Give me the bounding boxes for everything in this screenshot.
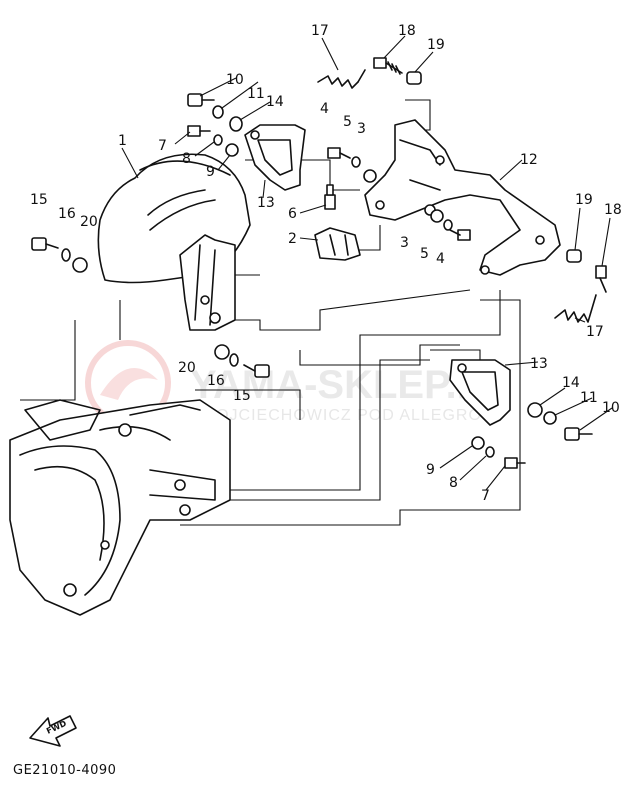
callout-13-bottom: 13 bbox=[530, 356, 548, 372]
pump-housing bbox=[9, 399, 231, 616]
callout-18-right: 18 bbox=[604, 202, 622, 218]
fasteners bbox=[31, 93, 593, 469]
grease-nipple-part-6 bbox=[324, 184, 336, 210]
callout-10-top: 10 bbox=[226, 72, 244, 88]
callout-14-top: 14 bbox=[266, 94, 284, 110]
damper-plate-13-bottom bbox=[449, 359, 511, 426]
callout-11-bottom: 11 bbox=[580, 390, 598, 406]
callout-18-top: 18 bbox=[398, 23, 416, 39]
callout-3-top: 3 bbox=[357, 121, 366, 137]
bolt-part-18-top bbox=[373, 57, 403, 75]
spring-part-17-top bbox=[317, 69, 366, 89]
callout-8-bottom: 8 bbox=[449, 475, 458, 491]
callout-4-right: 4 bbox=[436, 251, 445, 267]
callout-14-bottom: 14 bbox=[562, 375, 580, 391]
callout-5-top: 5 bbox=[343, 114, 352, 130]
callout-11-top: 11 bbox=[247, 86, 265, 102]
callout-15-left: 15 bbox=[30, 192, 48, 208]
callout-9-bottom: 9 bbox=[426, 462, 435, 478]
leader-lines bbox=[121, 35, 613, 491]
callout-8-top: 8 bbox=[182, 151, 191, 167]
callout-1: 1 bbox=[118, 133, 127, 149]
callout-19-top: 19 bbox=[427, 37, 445, 53]
callout-10-bottom: 10 bbox=[602, 400, 620, 416]
callout-numbers: 1 2 3 3 4 4 5 5 6 7 7 8 8 9 9 10 10 11 1… bbox=[30, 23, 622, 504]
spring-part-17-bottom bbox=[554, 294, 597, 323]
callout-12: 12 bbox=[520, 152, 538, 168]
callout-17-top: 17 bbox=[311, 23, 329, 39]
bracket-part-2 bbox=[314, 227, 361, 261]
cap-part-19-top bbox=[406, 71, 422, 85]
drawing-code: GE21010-4090 bbox=[13, 763, 116, 778]
bracket-part-12 bbox=[364, 119, 561, 276]
cap-part-19-right bbox=[566, 249, 582, 263]
callout-7-bottom: 7 bbox=[481, 488, 490, 504]
bracket-support bbox=[179, 234, 236, 331]
callout-4-top: 4 bbox=[320, 101, 329, 117]
callout-7-top: 7 bbox=[158, 138, 167, 154]
callout-19-right: 19 bbox=[575, 192, 593, 208]
watermark-subtext: WOJCIECHOWICZ POD ALLEGRO bbox=[200, 407, 482, 424]
callout-6: 6 bbox=[288, 206, 297, 222]
callout-2: 2 bbox=[288, 231, 297, 247]
guide-lines bbox=[20, 99, 521, 526]
fwd-arrow-icon: FWD bbox=[29, 715, 77, 747]
callout-9-top: 9 bbox=[206, 164, 215, 180]
callout-13-top: 13 bbox=[257, 195, 275, 211]
damper-plate-13-top bbox=[244, 124, 306, 191]
watermark-logo-mark bbox=[100, 368, 158, 400]
callout-20-left: 20 bbox=[80, 214, 98, 230]
callout-16-bottom: 16 bbox=[207, 373, 225, 389]
callout-3-right: 3 bbox=[400, 235, 409, 251]
bolt-part-18-right bbox=[595, 265, 607, 293]
callout-15-bottom: 15 bbox=[233, 388, 251, 404]
callout-17-bottom: 17 bbox=[586, 324, 604, 340]
callout-16-left: 16 bbox=[58, 206, 76, 222]
callout-5-right: 5 bbox=[420, 246, 429, 262]
callout-20-bottom: 20 bbox=[178, 360, 196, 376]
